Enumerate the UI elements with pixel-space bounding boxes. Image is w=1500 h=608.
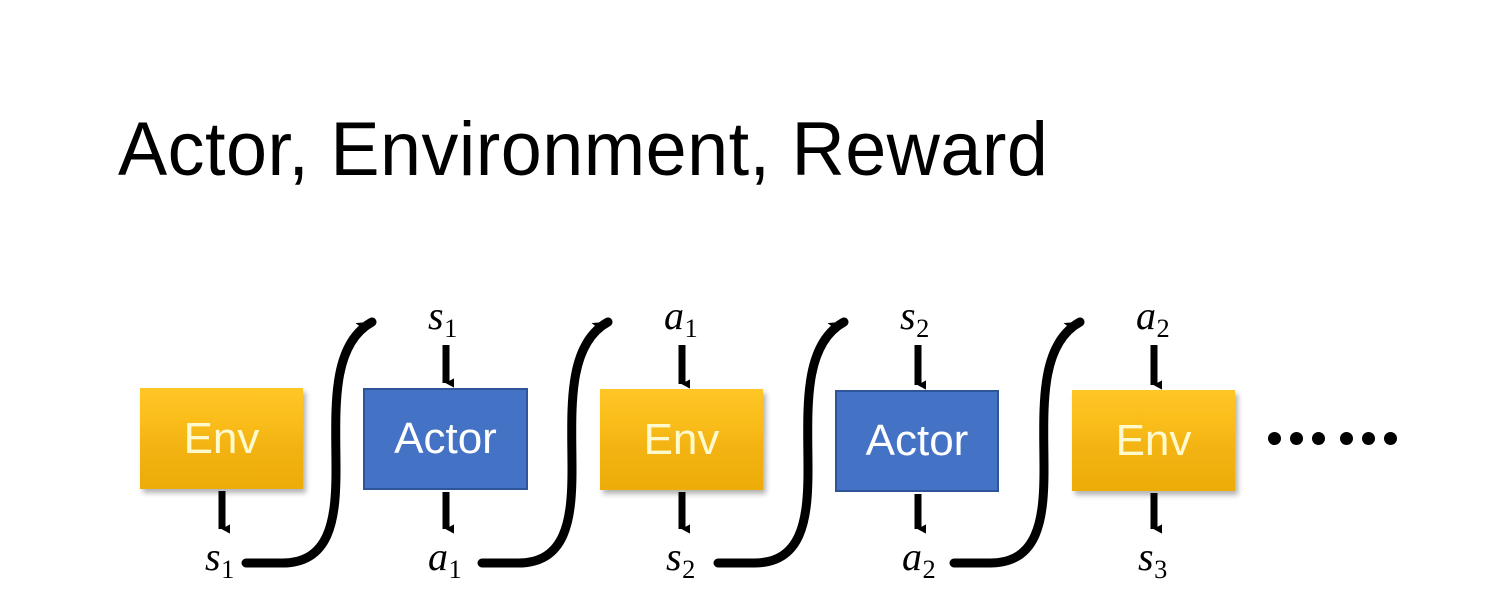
node-env-1[interactable]: Env — [140, 388, 303, 489]
symbol: s — [666, 534, 682, 579]
subscript: 1 — [444, 312, 458, 343]
subscript: 1 — [221, 553, 235, 584]
label-bottom-s1: s1 — [205, 534, 235, 584]
subscript: 2 — [1156, 312, 1170, 343]
label-bottom-s3: s3 — [1138, 534, 1168, 584]
ellipsis-dot — [1362, 432, 1375, 445]
node-env-3[interactable]: Env — [1072, 390, 1235, 491]
symbol: s — [428, 293, 444, 338]
down-arrow-icon-group-top — [442, 345, 1162, 390]
label-top-s1: s1 — [428, 293, 458, 343]
subscript: 2 — [916, 312, 930, 343]
label-bottom-a2: a2 — [902, 534, 936, 584]
label-top-a1: a1 — [664, 293, 698, 343]
symbol: a — [428, 534, 448, 579]
ellipsis-dot — [1384, 432, 1397, 445]
page-title: Actor, Environment, Reward — [118, 107, 1049, 192]
ellipsis-dot — [1290, 432, 1303, 445]
ellipsis-dot — [1268, 432, 1281, 445]
node-env-2[interactable]: Env — [600, 389, 763, 490]
symbol: s — [1138, 534, 1154, 579]
ellipsis-icon — [1268, 432, 1397, 445]
node-label: Env — [183, 413, 260, 463]
node-label: Actor — [865, 416, 969, 465]
symbol: a — [664, 293, 684, 338]
subscript: 2 — [682, 553, 696, 584]
down-arrow-icon-group-bottom — [218, 491, 1162, 534]
node-label: Env — [643, 414, 720, 464]
symbol: a — [1136, 293, 1156, 338]
label-top-a2: a2 — [1136, 293, 1170, 343]
subscript: 1 — [448, 553, 462, 584]
ellipsis-dot — [1312, 432, 1325, 445]
label-top-s2: s2 — [900, 293, 930, 343]
symbol: s — [205, 534, 221, 579]
node-label: Actor — [394, 414, 497, 463]
label-bottom-s2: s2 — [666, 534, 696, 584]
ellipsis-dot — [1340, 432, 1353, 445]
label-bottom-a1: a1 — [428, 534, 462, 584]
node-actor-2[interactable]: Actor — [835, 390, 999, 492]
node-label: Env — [1115, 415, 1192, 465]
subscript: 3 — [1154, 553, 1168, 584]
node-actor-1[interactable]: Actor — [363, 388, 528, 490]
symbol: a — [902, 534, 922, 579]
subscript: 2 — [922, 553, 936, 584]
subscript: 1 — [684, 312, 698, 343]
symbol: s — [900, 293, 916, 338]
